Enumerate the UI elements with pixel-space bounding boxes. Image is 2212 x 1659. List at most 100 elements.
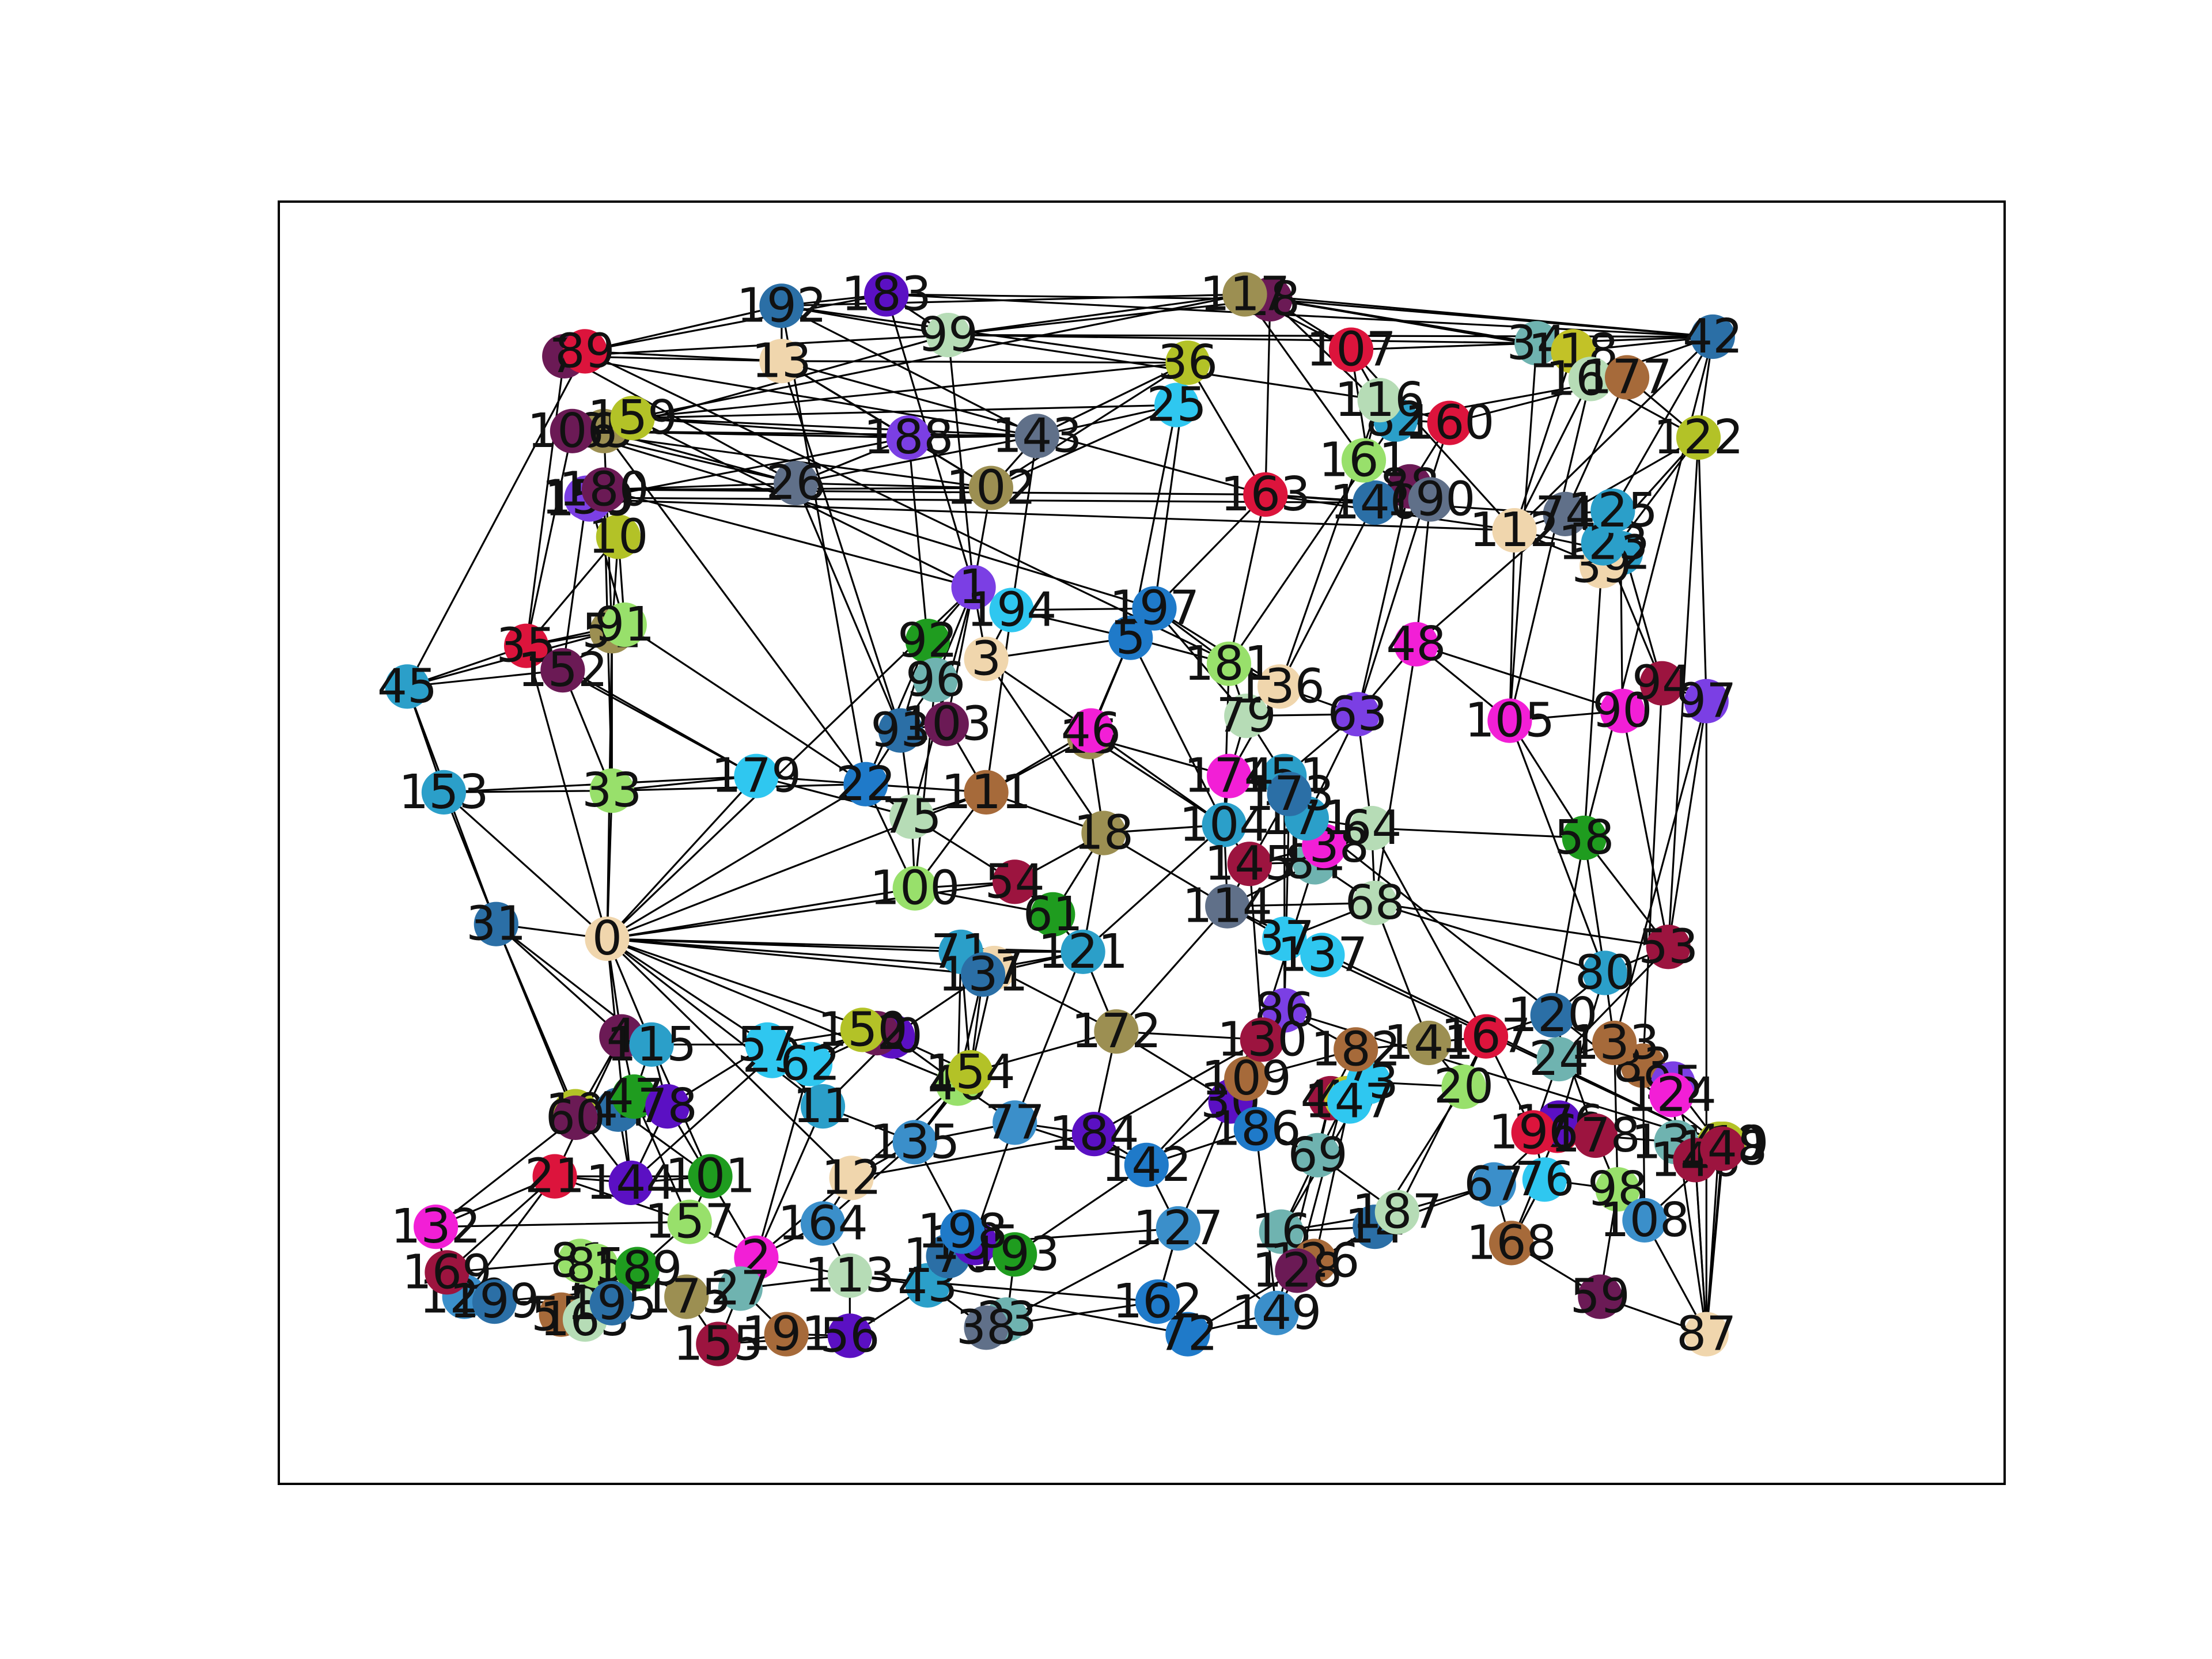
graph-edge (525, 645, 608, 940)
graph-edge (589, 498, 1516, 532)
node-label: 101 (665, 1149, 756, 1204)
node-label: 58 (1554, 810, 1614, 865)
node-circle (1240, 1017, 1285, 1062)
graph-edge (911, 586, 975, 818)
graph-node: 112 (1469, 503, 1560, 558)
node-label: 69 (1288, 1128, 1348, 1183)
node-circle (1156, 1206, 1200, 1251)
node-label: 80 (1575, 946, 1635, 1001)
graph-edge (1415, 513, 1566, 646)
node-label: 13 (752, 334, 812, 388)
graph-node: 69 (1288, 1128, 1348, 1183)
graph-edge (603, 482, 797, 491)
node-label: 194 (967, 583, 1057, 638)
node-circle (553, 1095, 598, 1140)
graph-node: 181 (1184, 637, 1274, 691)
graph-node: 196 (1488, 1105, 1579, 1160)
graph-edge (993, 967, 1118, 1033)
graph-edge (1115, 1031, 1263, 1041)
graph-node: 183 (841, 267, 931, 322)
graph-edge (1313, 1100, 1351, 1262)
node-circle (504, 623, 549, 668)
node-circle (734, 753, 779, 798)
node-label: 22 (836, 757, 896, 812)
graph-edge (885, 293, 1271, 301)
node-label: 163 (1221, 467, 1311, 522)
graph-node: 113 (805, 1248, 895, 1303)
node-label: 102 (946, 461, 1036, 516)
node-label: 113 (805, 1248, 895, 1303)
graph-edge (1513, 335, 1714, 532)
node-circle (474, 902, 518, 946)
node-label: 162 (1112, 1274, 1203, 1329)
graph-edge (606, 938, 768, 1046)
node-circle (889, 794, 934, 839)
graph-edge (1621, 710, 1669, 948)
graph-node: 43 (897, 1258, 957, 1313)
graph-node: 120 (1508, 988, 1598, 1043)
node-label: 11 (793, 1079, 853, 1134)
graph-edge (1374, 902, 1430, 1044)
node-circle (1374, 1190, 1419, 1234)
node-circle (1408, 477, 1453, 522)
node-label: 62 (780, 1037, 840, 1092)
node-label: 112 (1469, 503, 1560, 558)
graph-node: 154 (925, 1045, 1016, 1100)
graph-edge (947, 334, 975, 589)
node-circle (1592, 1020, 1637, 1066)
graph-node: 25 (1146, 378, 1206, 433)
node-label: 60 (546, 1090, 605, 1145)
node-circle (1222, 272, 1267, 317)
node-label: 148 (1677, 1122, 1768, 1176)
node-circle (1335, 692, 1380, 737)
node-circle (414, 1205, 459, 1249)
graph-node: 145 (1205, 836, 1295, 891)
node-label: 191 (741, 1307, 832, 1362)
node-label: 140 (1330, 475, 1421, 530)
graph-edge (623, 623, 867, 785)
node-circle (1690, 314, 1735, 359)
graph-edge (1583, 836, 1606, 974)
node-label: 100 (870, 861, 960, 916)
graph-edge (606, 775, 757, 940)
graph-edge (1613, 1041, 1619, 1191)
node-label: 147 (1304, 1074, 1395, 1129)
node-circle (1595, 1167, 1640, 1212)
graph-edge (1130, 637, 1225, 826)
graph-node: 22 (836, 757, 896, 812)
node-circle (1684, 1312, 1729, 1357)
node-label: 133 (1569, 1016, 1660, 1070)
node-circle (843, 762, 888, 806)
node-circle (1296, 1132, 1340, 1177)
graph-node: 124 (1626, 1067, 1717, 1122)
graph-node: 91 (594, 597, 654, 652)
node-circle (1224, 1056, 1269, 1101)
node-label: 174 (1184, 749, 1274, 804)
graph-edge (1036, 362, 1189, 437)
graph-node: 101 (665, 1149, 756, 1204)
node-label: 124 (1626, 1067, 1717, 1122)
node-label: 164 (778, 1196, 868, 1251)
graph-edge (1356, 485, 1411, 715)
node-label: 87 (1676, 1307, 1736, 1362)
node-label: 68 (1345, 876, 1405, 930)
node-label: 117 (1200, 267, 1290, 322)
graph-edge (1153, 607, 1248, 717)
node-label: 155 (673, 1317, 764, 1372)
node-label: 93 (870, 703, 930, 758)
graph-edge (1010, 435, 1038, 611)
graph-edge (603, 488, 1267, 496)
node-label: 167 (1441, 1009, 1531, 1064)
node-circle (1514, 321, 1559, 366)
graph-edge (985, 658, 1105, 834)
node-label: 149 (1232, 1286, 1322, 1340)
node-circle (1135, 1279, 1180, 1324)
graph-edge (1564, 436, 1700, 516)
graph-edge (1082, 824, 1225, 953)
node-label: 59 (1570, 1270, 1630, 1324)
graph-node: 177 (1582, 350, 1672, 405)
node-circle (629, 1022, 674, 1067)
node-circle (1578, 1274, 1623, 1319)
node-label: 141 (1384, 1016, 1474, 1070)
graph-node: 127 (1133, 1201, 1224, 1256)
